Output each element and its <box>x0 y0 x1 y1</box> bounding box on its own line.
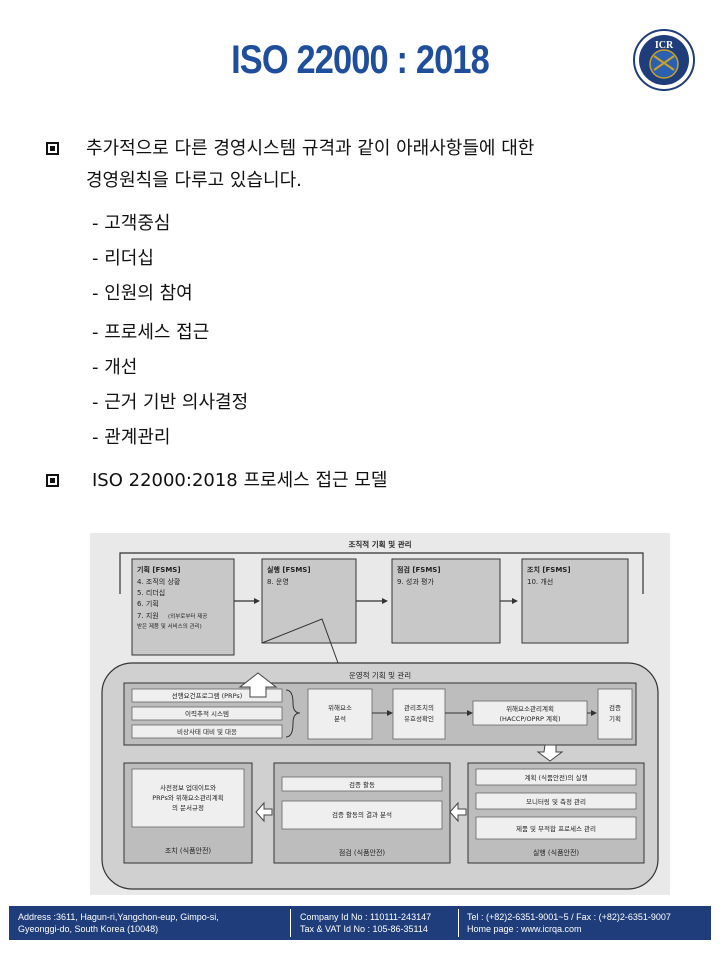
intro-line-2: 경영원칙을 다루고 있습니다. <box>86 170 302 191</box>
checkbox-bullet-icon <box>46 474 59 487</box>
svg-text:제품 및 부적합 프로세스 관리: 제품 및 부적합 프로세스 관리 <box>516 824 596 833</box>
svg-text:관리조치의: 관리조치의 <box>404 703 434 712</box>
footer-homepage: Home page : www.icrqa.com <box>467 924 582 934</box>
svg-text:조치 [FSMS]: 조치 [FSMS] <box>527 565 571 574</box>
footer-address-2: Gyeonggi-do, South Korea (10048) <box>18 924 159 934</box>
process-approach-diagram: 조직적 기획 및 관리 기획 [FSMS] 4. 조직의 상황 5. 리더십 6… <box>90 533 670 895</box>
svg-text:4. 조직의 상황: 4. 조직의 상황 <box>137 577 181 586</box>
svg-text:검증 활동: 검증 활동 <box>349 780 375 789</box>
svg-text:PRPs와 위해요소관리계획: PRPs와 위해요소관리계획 <box>152 793 224 802</box>
principle-item: - 인원의 참여 <box>92 283 193 304</box>
svg-text:6. 기획: 6. 기획 <box>137 599 159 608</box>
svg-text:10. 개선: 10. 개선 <box>527 577 553 586</box>
svg-text:점검 [FSMS]: 점검 [FSMS] <box>397 565 441 574</box>
svg-text:모니터링 및 측정 관리: 모니터링 및 측정 관리 <box>526 797 586 806</box>
svg-text:계획 (식품안전)의 실행: 계획 (식품안전)의 실행 <box>524 773 587 782</box>
logo-text: ICR <box>655 40 674 51</box>
pdca-check-box: 점검 [FSMS] 9. 성과 평가 <box>391 558 501 644</box>
pdca-act-box: 조치 [FSMS] 10. 개선 <box>521 558 629 644</box>
svg-text:실행 [FSMS]: 실행 [FSMS] <box>267 565 311 574</box>
footer-tax-id: Tax & VAT Id No : 105-86-35114 <box>300 924 428 934</box>
principle-item: - 프로세스 접근 <box>92 322 210 343</box>
svg-text:7. 지원: 7. 지원 <box>137 611 159 620</box>
svg-text:분석: 분석 <box>334 714 346 723</box>
svg-text:의 문서규정: 의 문서규정 <box>172 803 204 812</box>
svg-text:기획: 기획 <box>609 714 621 723</box>
checkbox-bullet-icon <box>46 142 59 155</box>
footer-divider <box>458 909 459 937</box>
svg-text:(HACCP/OPRP 계획): (HACCP/OPRP 계획) <box>500 714 561 723</box>
pdca-plan-box: 기획 [FSMS] 4. 조직의 상황 5. 리더십 6. 기획 7. 지원 (… <box>131 558 235 656</box>
footer-bar: Address :3611, Hagun-ri,Yangchon-eup, Gi… <box>9 906 711 940</box>
svg-text:8. 운영: 8. 운영 <box>267 577 289 586</box>
principle-item: - 리더십 <box>92 248 154 269</box>
prp-list: 선행요건프로그램 (PRPs) 이력추적 시스템 비상사태 대비 및 대응 <box>131 688 283 739</box>
principle-item: - 고객중심 <box>92 213 171 234</box>
svg-text:검증 활동의 결과 분석: 검증 활동의 결과 분석 <box>332 810 392 819</box>
svg-text:5. 리더십: 5. 리더십 <box>137 588 165 597</box>
model-heading: ISO 22000:2018 프로세스 접근 모델 <box>92 470 388 491</box>
svg-text:(외부로부터 제공: (외부로부터 제공 <box>168 612 207 620</box>
svg-text:유효성확인: 유효성확인 <box>404 714 434 723</box>
intro-bullet: 추가적으로 다른 경영시스템 규격과 같이 아래사항들에 대한 경영원칙을 다루… <box>46 132 686 198</box>
svg-text:검증: 검증 <box>609 704 621 712</box>
top-loop-label: 조직적 기획 및 관리 <box>348 539 411 549</box>
svg-text:점검 (식품안전): 점검 (식품안전) <box>339 848 386 857</box>
footer-address-1: Address :3611, Hagun-ri,Yangchon-eup, Gi… <box>18 912 219 922</box>
svg-text:위해요소: 위해요소 <box>328 703 352 712</box>
principle-item: - 관계관리 <box>92 427 171 448</box>
svg-text:비상사태 대비 및 대응: 비상사태 대비 및 대응 <box>177 727 237 736</box>
pdca-do-box: 실행 [FSMS] 8. 운영 <box>261 558 357 644</box>
icr-logo: ICR <box>633 29 695 91</box>
operational-label: 운영적 기획 및 관리 <box>349 670 411 680</box>
svg-text:받은 제품 및 서비스의 관리): 받은 제품 및 서비스의 관리) <box>137 622 202 630</box>
footer-divider <box>290 909 291 937</box>
model-bullet: ISO 22000:2018 프로세스 접근 모델 <box>46 464 686 497</box>
principle-item: - 개선 <box>92 357 138 378</box>
footer-tel-fax: Tel : (+82)2-6351-9001~5 / Fax : (+82)2-… <box>467 912 671 922</box>
svg-text:조치 (식품안전): 조치 (식품안전) <box>165 846 212 855</box>
svg-text:기획 [FSMS]: 기획 [FSMS] <box>137 565 181 574</box>
principle-item: - 근거 기반 의사결정 <box>92 392 249 413</box>
page-title: ISO 22000 : 2018 <box>231 38 490 82</box>
svg-text:선행요건프로그램 (PRPs): 선행요건프로그램 (PRPs) <box>172 691 243 700</box>
svg-text:위해요소관리계획: 위해요소관리계획 <box>506 704 554 713</box>
svg-text:사전정보 업데이트와: 사전정보 업데이트와 <box>160 783 216 792</box>
svg-text:이력추적 시스템: 이력추적 시스템 <box>185 709 229 718</box>
svg-text:9. 성과 평가: 9. 성과 평가 <box>397 577 434 586</box>
svg-text:실행 (식품안전): 실행 (식품안전) <box>533 848 580 857</box>
footer-company-id: Company Id No : 110111-243147 <box>300 912 432 922</box>
intro-line-1: 추가적으로 다른 경영시스템 규격과 같이 아래사항들에 대한 <box>86 138 535 159</box>
